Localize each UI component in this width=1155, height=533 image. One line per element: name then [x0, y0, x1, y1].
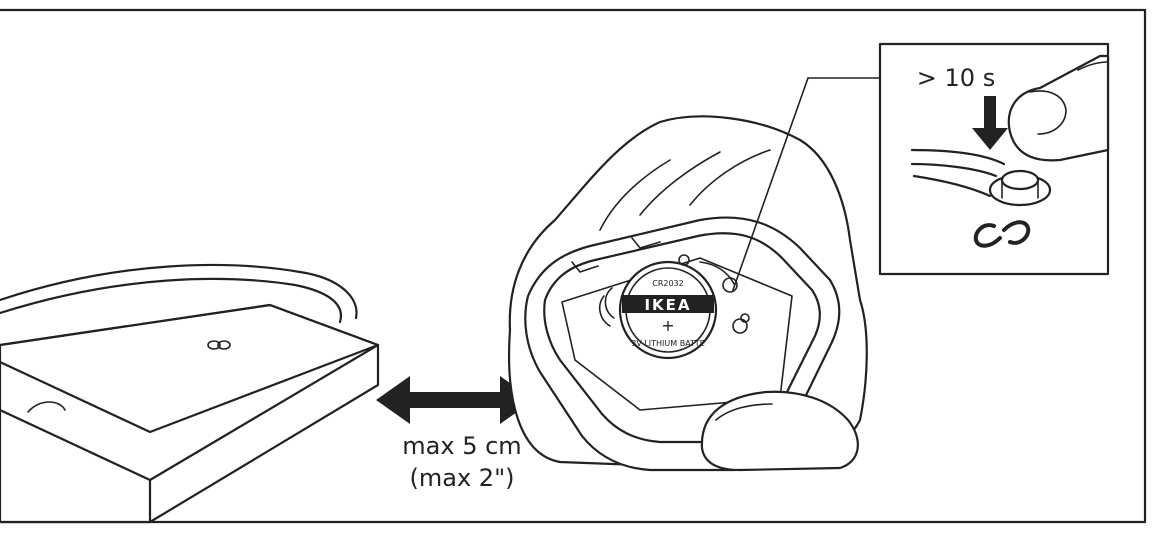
battery-type-text: 3V LITHIUM BATTE	[631, 339, 705, 348]
illustration-border	[0, 8, 1147, 524]
distance-metric-label: max 5 cm	[402, 432, 521, 460]
thumb	[700, 390, 859, 472]
pressing-finger	[1007, 54, 1110, 162]
battery-brand-plate	[622, 295, 714, 313]
double-arrow-icon	[376, 376, 534, 424]
pairing-link-icon	[973, 220, 1031, 248]
battery-brand-text: IKEA	[644, 296, 691, 314]
press-arrow-icon	[972, 96, 1008, 150]
callout-leader	[732, 77, 881, 291]
driver-unit	[0, 263, 380, 524]
press-duration-label: > 10 s	[917, 64, 995, 92]
detail-inset: > 10 s	[878, 42, 1110, 276]
inset-button-and-rails	[910, 148, 1052, 207]
battery-model-text: CR2032	[652, 279, 684, 288]
driver-link-icon	[207, 340, 231, 350]
coin-battery: CR2032 IKEA + 3V LITHIUM BATTE	[598, 254, 750, 360]
battery-polarity-text: +	[661, 316, 674, 335]
distance-imperial-label: (max 2")	[410, 464, 515, 492]
